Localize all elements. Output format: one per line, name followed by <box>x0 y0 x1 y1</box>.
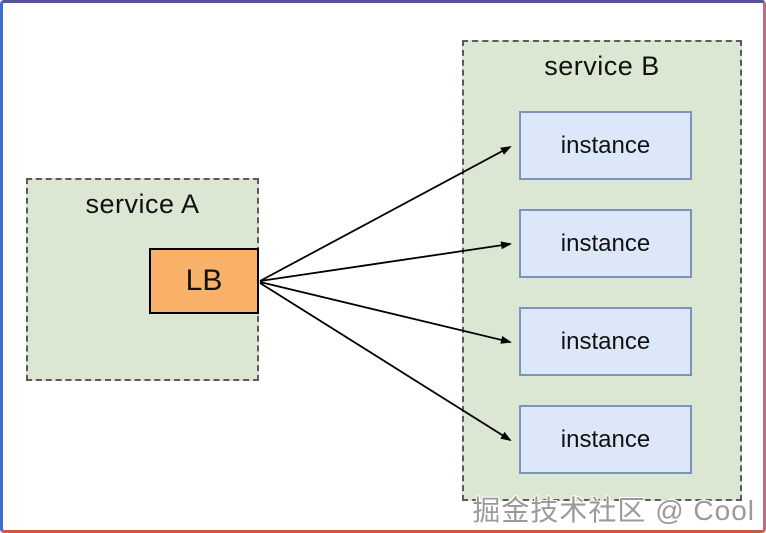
instance-node-1: instance <box>519 111 692 180</box>
instance-node-2: instance <box>519 209 692 278</box>
service-b-title: service B <box>544 51 660 81</box>
instance-label: instance <box>560 229 651 257</box>
instance-label: instance <box>560 425 651 453</box>
service-a-title: service A <box>85 189 200 219</box>
load-balancer-label: LB <box>185 264 223 297</box>
instance-label: instance <box>560 327 651 355</box>
instance-node-4: instance <box>519 405 692 474</box>
watermark-text: 掘金技术社区 @ Cool <box>472 495 755 526</box>
instance-label: instance <box>560 131 651 159</box>
load-balancer-node: LB <box>149 248 259 314</box>
instance-node-3: instance <box>519 307 692 376</box>
